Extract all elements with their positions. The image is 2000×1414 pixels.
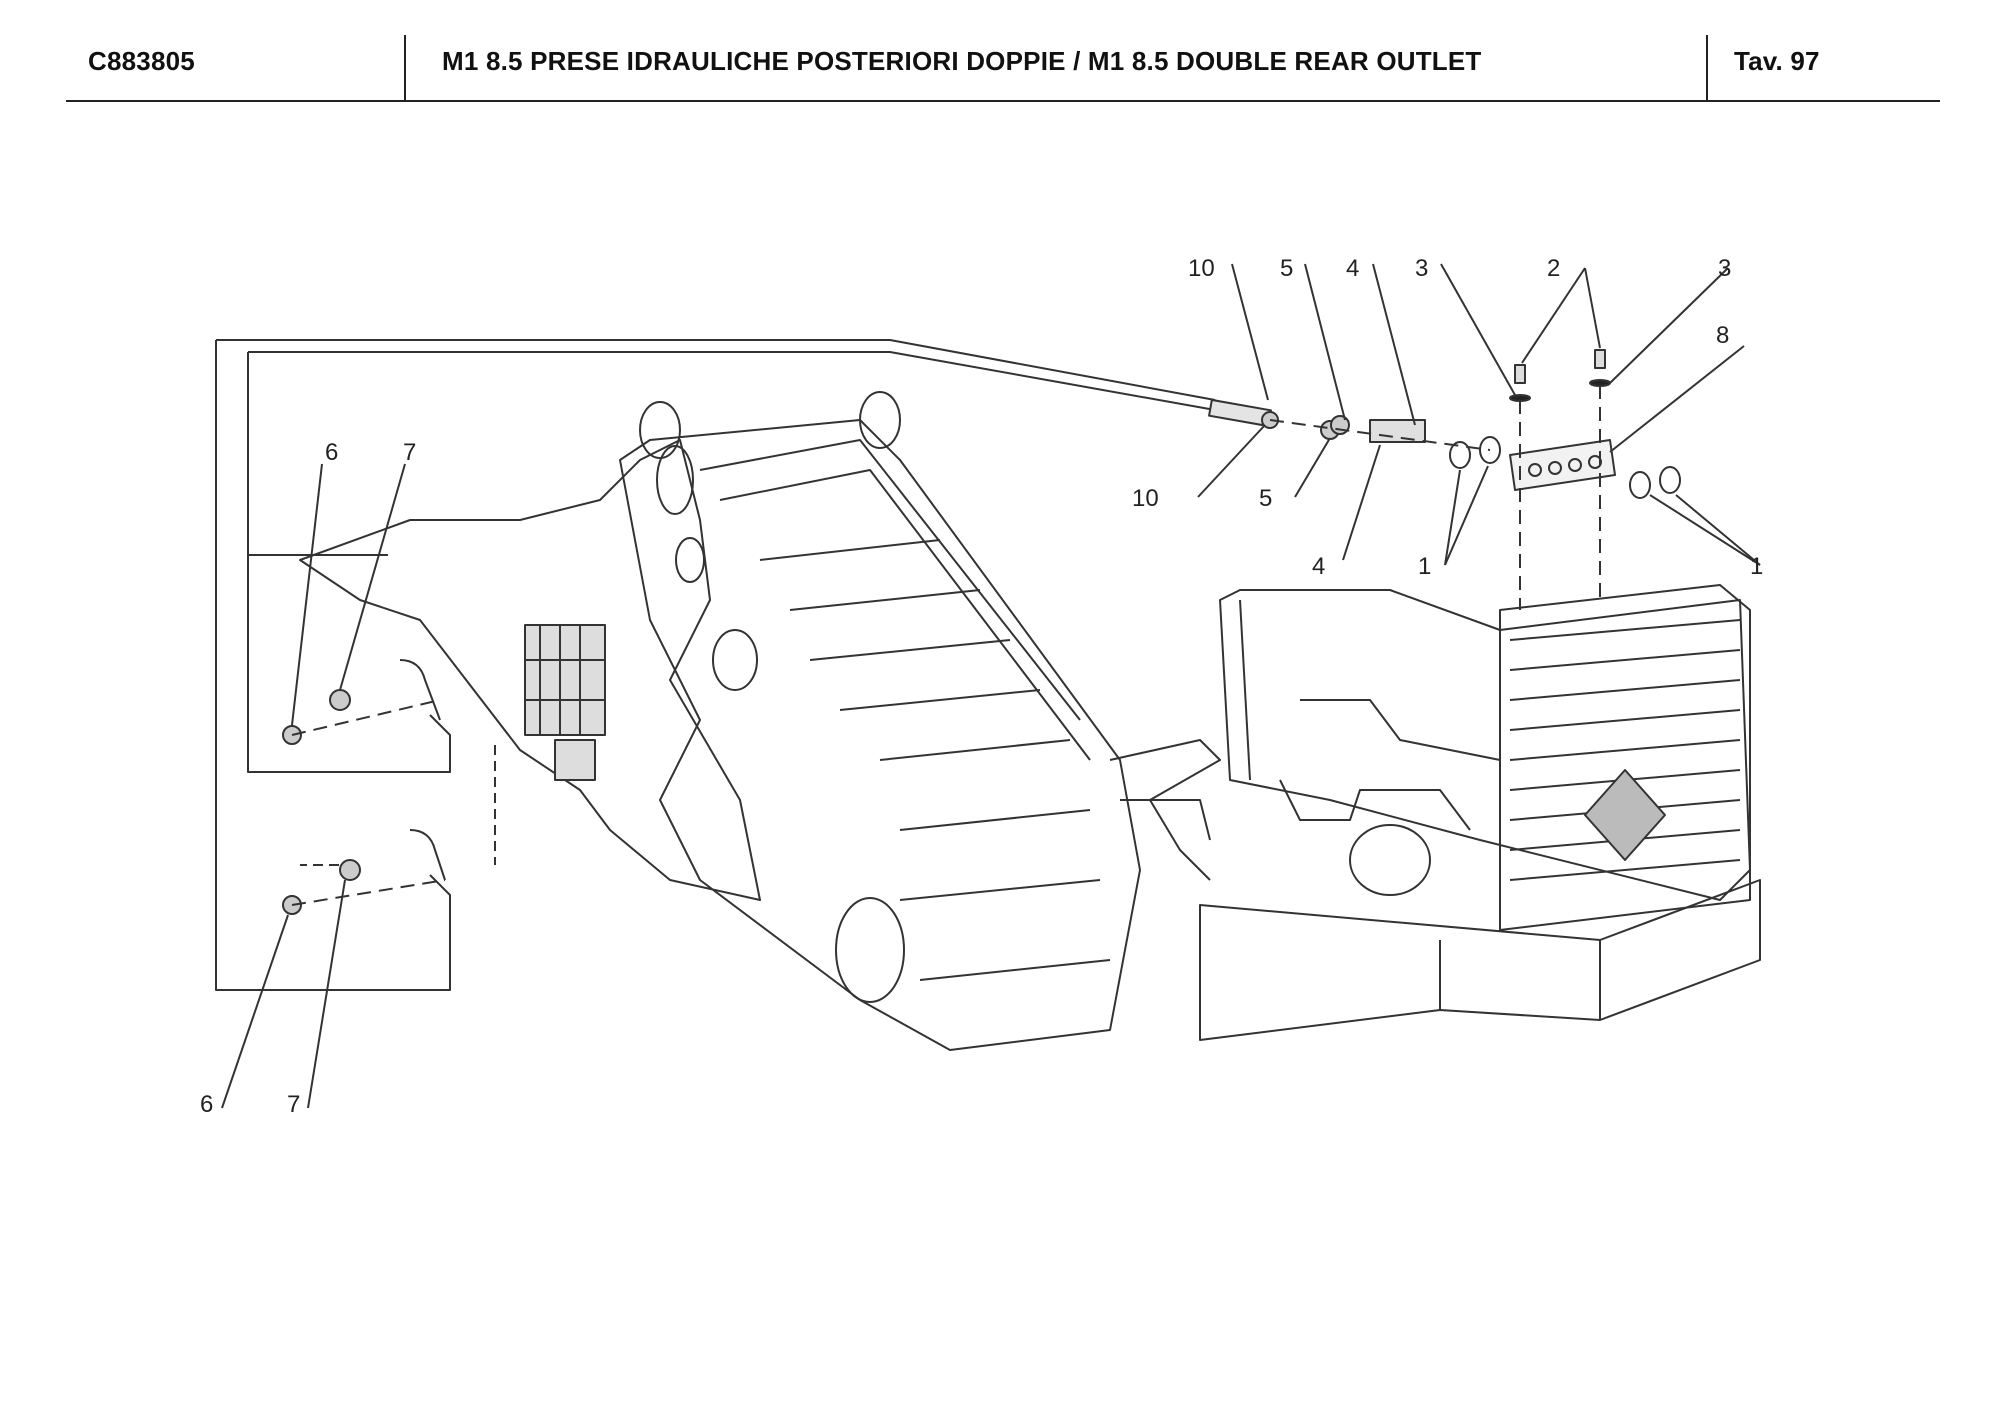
callout-5-bottom: 5	[1259, 485, 1272, 512]
inset-frame-outer	[216, 339, 1216, 401]
outlet-bracket	[1509, 439, 1616, 491]
control-valve-block	[524, 624, 606, 736]
drawing-title: M1 8.5 PRESE IDRAULICHE POSTERIORI DOPPI…	[442, 46, 1482, 76]
table-number: Tav. 97	[1734, 46, 1820, 76]
callout-6-inset-top: 6	[325, 439, 338, 466]
callout-2-top: 2	[1547, 255, 1560, 282]
callout-3-top-left: 3	[1415, 255, 1428, 282]
radiator-grille	[1499, 584, 1751, 931]
title-divider-left	[404, 35, 406, 102]
callout-4-top: 4	[1346, 255, 1359, 282]
inset-frame-inner-left	[247, 352, 451, 773]
callout-3-top-right: 3	[1718, 255, 1731, 282]
adapter-fitting	[1369, 419, 1426, 443]
title-divider-right	[1706, 35, 1708, 102]
callout-1-left: 1	[1418, 553, 1431, 580]
inset-frame-outer-left	[215, 340, 451, 991]
callout-labels: 10 5 4 3 2 3 8 10 5 4 1 1 6 7 6 7	[200, 255, 1763, 1118]
callout-1-right: 1	[1750, 553, 1763, 580]
diamond-mesh	[1584, 769, 1666, 861]
drawing-code: C883805	[88, 46, 195, 76]
callout-7-inset-top: 7	[403, 439, 416, 466]
callout-10-bottom: 10	[1132, 485, 1159, 512]
header-rule	[66, 100, 1940, 102]
callout-10-top: 10	[1188, 255, 1215, 282]
boom-main	[619, 419, 1141, 1051]
title-block: C883805 M1 8.5 PRESE IDRAULICHE POSTERIO…	[66, 30, 1940, 102]
rear-counterweight	[1199, 879, 1761, 1041]
callout-5-top: 5	[1280, 255, 1293, 282]
callout-6-inset-bottom: 6	[200, 1091, 213, 1118]
callout-7-inset-bottom: 7	[287, 1091, 300, 1118]
rear-frame	[1219, 589, 1751, 901]
callout-8: 8	[1716, 322, 1729, 349]
inset-frame-inner	[248, 351, 1216, 411]
boom-plate-left	[299, 439, 761, 901]
callout-4-bottom: 4	[1312, 553, 1325, 580]
